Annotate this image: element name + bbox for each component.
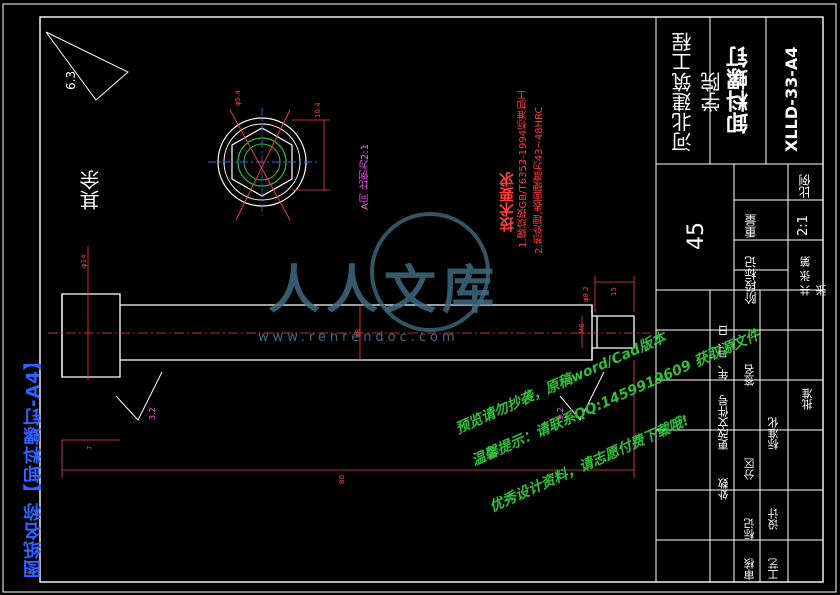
tb-row-4: 分区	[743, 458, 756, 480]
dim-length: 80	[338, 475, 346, 484]
dim-head-len: 7	[86, 445, 94, 450]
weight-label: 重量	[744, 214, 758, 238]
view-note: A向 比例为2:1	[360, 143, 371, 210]
dimension-lines	[61, 246, 635, 478]
tb-craft: 工艺	[767, 558, 780, 580]
dim-c: φ5.4	[234, 90, 242, 106]
school-name: 河北建筑工程学院	[671, 32, 724, 152]
tb-checker: 审核	[743, 558, 756, 580]
sheet-name-label: 图纸名称【卸料螺钉-A4】	[23, 351, 44, 578]
tb-designer: 设计	[767, 508, 780, 530]
dim-hex: 10.4	[314, 102, 322, 118]
dim-thread: M6	[578, 323, 586, 335]
outer-frame	[2, 3, 837, 593]
watermark-logo-text: 人人文库	[268, 261, 501, 321]
tech-note-2: 2.热处理,表面硬度为43~48HRC	[534, 106, 545, 255]
dim-head: φ14	[80, 254, 88, 268]
drawing-number: XLLD-33-A4	[782, 46, 801, 152]
scale-value: 2:1	[796, 215, 811, 236]
dim-small: φ8.2	[582, 286, 590, 302]
part-name: 卸料螺钉	[727, 46, 752, 134]
title-block-lines	[655, 16, 824, 583]
roughness-main: 6.3	[64, 70, 78, 90]
bolt-side-view	[61, 293, 635, 378]
tb-row-6: 标记	[743, 518, 756, 540]
watermark-logo	[370, 212, 490, 332]
roughness-symbols	[45, 31, 605, 421]
bolt-end-view	[208, 108, 330, 221]
material: 45	[684, 222, 709, 250]
tb-standard: 标准化	[767, 417, 780, 450]
tech-note-1: 1.螺纹按GB/T6353-1994标准加工	[518, 89, 529, 248]
watermark-url: www.renrendoc.com	[258, 330, 459, 345]
roughness-other: 其余	[79, 170, 103, 210]
roughness-small-left: 3.2	[148, 407, 157, 420]
tb-row-5: 处数	[717, 478, 730, 500]
tech-title: 技术要求	[498, 172, 516, 232]
dim-thread-len: 15	[610, 287, 618, 296]
scale-label: 比例	[798, 174, 812, 198]
tb-approver: 批准	[801, 388, 814, 410]
sheets-label: 共 张 第 张	[799, 256, 828, 296]
